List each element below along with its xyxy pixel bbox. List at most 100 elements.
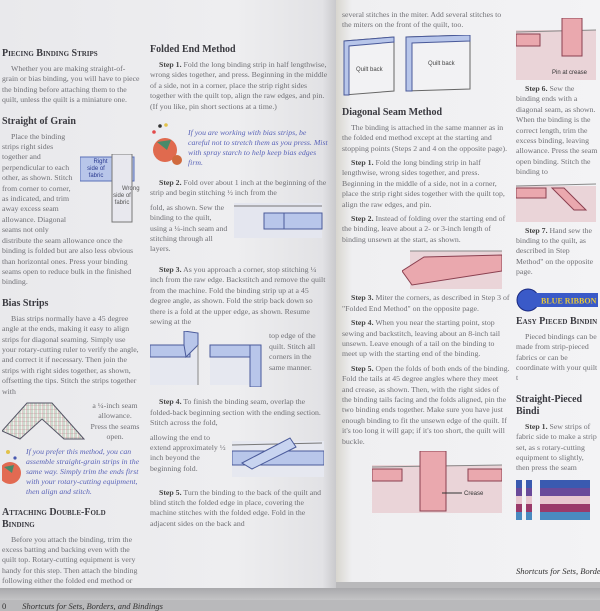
step-1: Step 1. Sew strips of fabric side to mak… — [516, 422, 598, 474]
step-2: Step 2. Instead of folding over the star… — [342, 214, 510, 245]
heading-straight-pieced-binding: Straight-Pieced Bindi — [516, 393, 583, 417]
paragraph: Right side of fabric Wrong side of fabri… — [2, 132, 140, 288]
right-column-2: Pin at crease Step 6. Sew the binding en… — [516, 18, 600, 576]
step-text: Miter the corners, as described in Step … — [342, 293, 510, 313]
strip — [526, 503, 532, 512]
step-label: Step 4. — [159, 397, 182, 407]
left-column-1: Piecing Binding Strips Whether you are m… — [2, 48, 163, 611]
step-3-row: top edge of the quilt. Stitch all corner… — [150, 331, 328, 388]
step-4: Step 4. To finish the binding seam, over… — [150, 397, 328, 428]
quilt-back-label: Quilt back — [428, 61, 456, 67]
step-label: Step 6. — [525, 84, 548, 93]
step-4: Step 4. When you near the starting point… — [342, 318, 510, 360]
heading-folded-end-method: Folded End Method — [150, 44, 236, 55]
label-wrong-side: Wrong side of fabric — [113, 185, 140, 206]
footer-row: 0 Shortcuts for Sets, Borders, and Bindi… — [2, 601, 163, 611]
step-text: Instead of folding over the starting end… — [342, 214, 506, 244]
crease-label: Crease — [464, 491, 484, 497]
strip — [526, 487, 532, 496]
step-text: Fold over about 1 inch at the beginning … — [150, 178, 327, 198]
step-7: Step 7. Hand sew the binding to the quil… — [516, 226, 598, 278]
step-text: Fold the long binding strip in half leng… — [342, 158, 505, 209]
paragraph: several stitches in the miter. Add sever… — [342, 10, 502, 30]
step-label: Step 3. — [351, 293, 374, 303]
strip — [516, 503, 522, 512]
step-label: Step 1. — [525, 421, 548, 431]
strip — [540, 495, 590, 504]
strip — [516, 479, 522, 488]
step-3-continued-2: top edge of the quilt. Stitch all corner… — [269, 331, 316, 372]
step-text: As you approach a corner, stop stitching… — [150, 264, 326, 316]
paragraph: The binding is attached in the same mann… — [342, 122, 508, 153]
step-2-diagram — [234, 202, 323, 238]
grain-diagram-shapes — [80, 153, 135, 223]
paragraph: a ¼-inch seam allowance. Press the seams… — [90, 400, 140, 442]
left-page: Piecing Binding Strips Whether you are m… — [0, 0, 336, 611]
strip — [516, 495, 522, 504]
step-label: Step 1. — [159, 60, 182, 69]
step-label: Step 7. — [525, 225, 548, 235]
pincushion-icon — [2, 449, 21, 484]
table-surface — [0, 588, 600, 600]
step-3-continued: shown. Resume sewing at the — [150, 306, 310, 326]
left-column-2: Folded End Method Step 1. Fold the long … — [150, 44, 328, 529]
strip — [540, 511, 590, 520]
step-1: Step 1. Fold the long binding strip in h… — [150, 60, 328, 112]
step-text: To finish the binding seam, overlap the … — [150, 397, 321, 428]
step-1: Step 1. Fold the long binding strip in h… — [342, 158, 510, 210]
ribbon-label: BLUE RIBBON — [541, 296, 597, 305]
pincushion-icon — [152, 123, 182, 166]
step-text: Hand sew the binding to the quilt, as de… — [516, 225, 594, 277]
strip — [526, 511, 532, 520]
step-2-continued: fold, as shown. Sew the binding to the q… — [150, 202, 228, 254]
step-2-row: fold, as shown. Sew the binding to the q… — [150, 202, 328, 255]
step-label: Step 2. — [351, 214, 374, 224]
step-2: Step 2. Fold over about 1 inch at the be… — [150, 178, 328, 199]
page-number: 0 — [2, 601, 7, 611]
pin-at-crease-diagram: Pin at crease — [516, 18, 596, 80]
step-5: Step 5. Open the folds of both ends of t… — [342, 364, 510, 447]
crease-diagram: Crease — [372, 450, 502, 513]
page-footer: Shortcuts for Sets, Borders, and Binding… — [22, 601, 163, 611]
page-footer: Shortcuts for Sets, Borders — [516, 566, 600, 576]
step-text: Turn the binding to the back of the quil… — [150, 487, 321, 528]
strip — [516, 487, 522, 496]
strip — [526, 495, 532, 504]
paragraph: Bias strips normally have a 45 degree an… — [2, 313, 139, 396]
step-6: Step 6. Sew the binding ends with a diag… — [516, 84, 598, 178]
strip — [526, 479, 532, 488]
bias-row: a ¼-inch seam allowance. Press the seams… — [2, 401, 140, 443]
tip-row: If you are working with bias strips, be … — [150, 122, 328, 168]
step-text: When you near the starting point, stop s… — [342, 318, 501, 359]
step-text: Sew the binding ends with a diagonal sea… — [516, 84, 598, 177]
step-6-diagram — [516, 183, 596, 222]
strip — [540, 479, 590, 488]
step-label: Step 3. — [159, 264, 182, 274]
right-page: several stitches in the miter. Add sever… — [336, 0, 600, 582]
step-3: Step 3. As you approach a corner, stop s… — [150, 265, 328, 327]
paragraph: Pieced bindings can be made from strip-p… — [516, 331, 598, 383]
heading-diagonal-seam-method: Diagonal Seam Method — [342, 106, 442, 118]
blue-ribbon-badge: BLUE RIBBON — [516, 288, 598, 312]
step-label: Step 1. — [351, 158, 374, 168]
quilt-back-label: Quilt back — [356, 67, 384, 73]
tip-row: If you prefer this method, you can assem… — [2, 447, 140, 497]
grain-diagram: Right side of fabric Wrong side of fabri… — [80, 153, 140, 224]
step-label: Step 4. — [351, 318, 374, 328]
pin-at-crease-label: Pin at crease — [552, 70, 588, 76]
step-2-diagram — [402, 250, 502, 290]
step-text: Sew strips of fabric side to make a stri… — [516, 421, 597, 473]
grain-text: Place the binding strips right sides tog… — [2, 131, 134, 287]
step-text: Open the folds of both ends of the bindi… — [342, 363, 510, 446]
step-3-corner-diagrams — [150, 331, 262, 388]
tip-text: If you are working with bias strips, be … — [188, 128, 328, 168]
heading-straight-of-grain: Straight of Grain — [2, 115, 76, 127]
bias-strips-diagram — [2, 402, 86, 440]
heading-easy-pieced-binding: Easy Pieced Bindin — [516, 315, 598, 327]
label-right-side: Right side of fabric — [87, 158, 108, 179]
strip — [540, 503, 590, 512]
step-4-row: allowing the end to extend approximately… — [150, 433, 328, 478]
strip-set-diagram — [516, 479, 590, 520]
step-3: Step 3. Miter the corners, as described … — [342, 293, 510, 314]
